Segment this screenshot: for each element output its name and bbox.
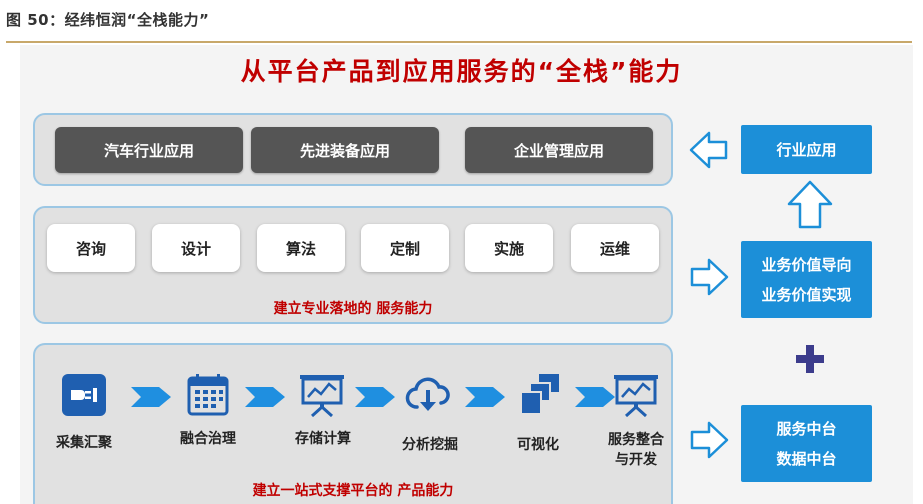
plus-icon: [796, 345, 824, 373]
industry-application-label: 行业应用: [776, 140, 837, 159]
application-layer-panel: 汽车行业应用 先进装备应用 企业管理应用: [33, 113, 673, 186]
service-consulting: 咨询: [47, 224, 135, 272]
arrow-right-icon: [690, 258, 729, 296]
automotive-application-button: 汽车行业应用: [55, 127, 243, 173]
caption-divider: [6, 41, 912, 43]
arrow-right-icon: [690, 421, 729, 459]
presentation-chart-icon: [614, 375, 658, 417]
cloud-download-icon: [405, 377, 450, 411]
step-analysis-label: 分析挖掘: [402, 437, 458, 453]
advanced-equipment-application-button: 先进装备应用: [251, 127, 439, 173]
service-operations: 运维: [571, 224, 659, 272]
product-layer-caption: 建立一站式支撑平台的 产品能力: [252, 483, 454, 499]
service-layer-caption: 建立专业落地的 服务能力: [273, 301, 433, 317]
middle-platforms-box: 服务中台 数据中台: [741, 405, 872, 482]
business-value-realized-label: 业务价值实现: [761, 285, 852, 304]
step-storage-label: 存储计算: [295, 431, 351, 447]
presentation-chart-icon: [300, 375, 344, 417]
step-integration-line-1: 服务整合: [608, 432, 664, 448]
stacked-windows-icon: [520, 374, 559, 415]
enterprise-management-application-button: 企业管理应用: [465, 127, 653, 173]
calendar-grid-icon: [187, 374, 229, 416]
step-integration-label: 服务整合 与开发: [591, 430, 681, 470]
business-value-oriented-label: 业务价值导向: [761, 255, 852, 274]
chevron-right-icon: [465, 387, 505, 407]
arrow-left-icon: [689, 131, 728, 169]
service-middle-platform-label: 服务中台: [776, 419, 837, 438]
data-middle-platform-label: 数据中台: [776, 449, 837, 468]
arrow-up-icon: [787, 180, 833, 229]
step-collect-label: 采集汇聚: [56, 435, 112, 451]
diagram-title: 从平台产品到应用服务的“全栈”能力: [240, 57, 683, 86]
step-integration-line-2: 与开发: [615, 452, 657, 468]
product-layer-panel: 采集汇聚 融合治理 存储计算 分析挖掘: [33, 343, 673, 504]
plug-icon: [62, 374, 106, 416]
chevron-right-icon: [245, 387, 285, 407]
figure-caption: 图 50：经纬恒润“全栈能力”: [6, 11, 210, 29]
chevron-right-icon: [131, 387, 171, 407]
chevron-right-icon: [355, 387, 395, 407]
business-value-box: 业务价值导向 业务价值实现: [741, 241, 872, 318]
step-visualization-label: 可视化: [517, 437, 559, 453]
service-implementation: 实施: [465, 224, 553, 272]
chevron-right-icon: [575, 387, 615, 407]
step-fusion-label: 融合治理: [180, 431, 236, 447]
industry-application-box: 行业应用: [741, 125, 872, 174]
service-layer-panel: 咨询 设计 算法 定制 实施 运维 建立专业落地的 服务能力: [33, 206, 673, 324]
service-design: 设计: [152, 224, 240, 272]
service-customization: 定制: [361, 224, 449, 272]
service-algorithm: 算法: [257, 224, 345, 272]
